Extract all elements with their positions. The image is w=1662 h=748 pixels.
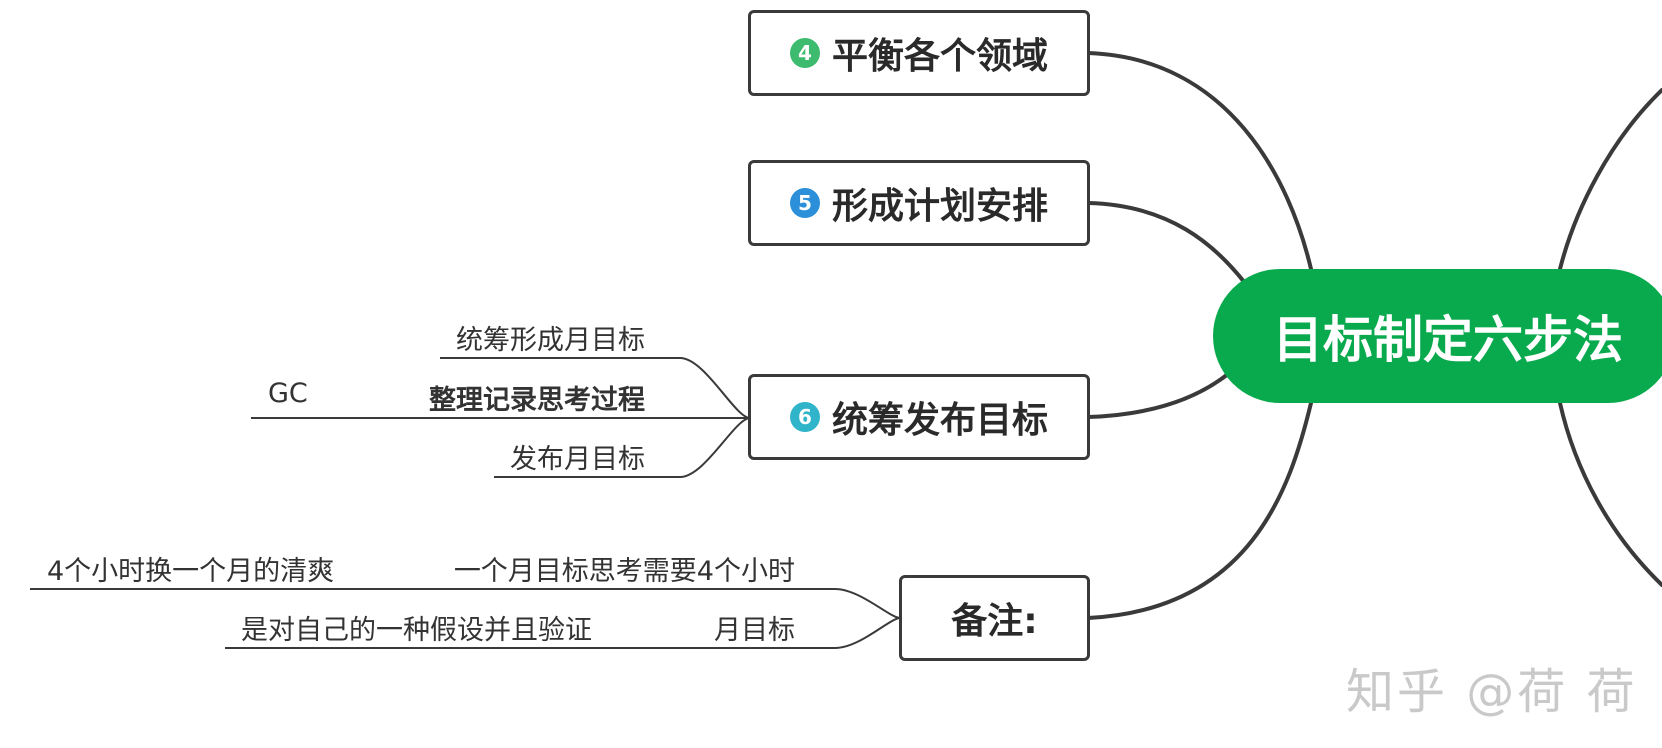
child-topic-publish-monthly[interactable]: 发布月目标 bbox=[510, 444, 645, 475]
watermark: 知乎 @荷 荷 bbox=[1346, 664, 1638, 720]
branch-label: 形成计划安排 bbox=[831, 186, 1048, 227]
number-4-icon: 4 bbox=[789, 38, 820, 68]
number-5-icon: 5 bbox=[789, 188, 820, 218]
number-6-icon: 6 bbox=[789, 402, 820, 432]
connector-right-bottom bbox=[1558, 401, 1662, 587]
sub-topic-hypothesis[interactable]: 是对自己的一种假设并且验证 bbox=[241, 615, 592, 646]
branch-balance-domains[interactable]: 4 平衡各个领域 bbox=[748, 10, 1090, 96]
connector-child-publish bbox=[494, 417, 751, 478]
connector-plan bbox=[1086, 201, 1247, 285]
connector-child-monthly-plan bbox=[440, 357, 751, 419]
branch-notes[interactable]: 备注: bbox=[899, 575, 1090, 661]
branch-label: 备注: bbox=[951, 601, 1038, 642]
connector-notes bbox=[1086, 401, 1313, 620]
connector-balance bbox=[1086, 51, 1313, 271]
connector-child-four-hours bbox=[30, 588, 901, 619]
child-topic-monthly-goal[interactable]: 月目标 bbox=[714, 615, 795, 646]
child-topic-record-thinking[interactable]: 整理记录思考过程 bbox=[429, 385, 645, 416]
branch-label: 统筹发布目标 bbox=[831, 400, 1048, 441]
branch-publish-goals[interactable]: 6 统筹发布目标 bbox=[748, 374, 1090, 460]
branch-form-plan[interactable]: 5 形成计划安排 bbox=[748, 160, 1090, 246]
child-topic-four-hours[interactable]: 一个月目标思考需要4个小时 bbox=[453, 556, 795, 587]
connector-right-top bbox=[1558, 88, 1662, 271]
sub-topic-clarity[interactable]: 4个小时换一个月的清爽 bbox=[47, 556, 335, 587]
branch-label: 平衡各个领域 bbox=[831, 36, 1048, 77]
child-topic-monthly-plan[interactable]: 统筹形成月目标 bbox=[456, 325, 645, 356]
central-topic[interactable]: 目标制定六步法 bbox=[1213, 269, 1662, 403]
connector-child-monthly-goal bbox=[225, 617, 901, 649]
connector-publish bbox=[1086, 372, 1230, 419]
sub-topic-gc[interactable]: GC bbox=[268, 378, 308, 409]
central-topic-label: 目标制定六步法 bbox=[1273, 311, 1623, 369]
